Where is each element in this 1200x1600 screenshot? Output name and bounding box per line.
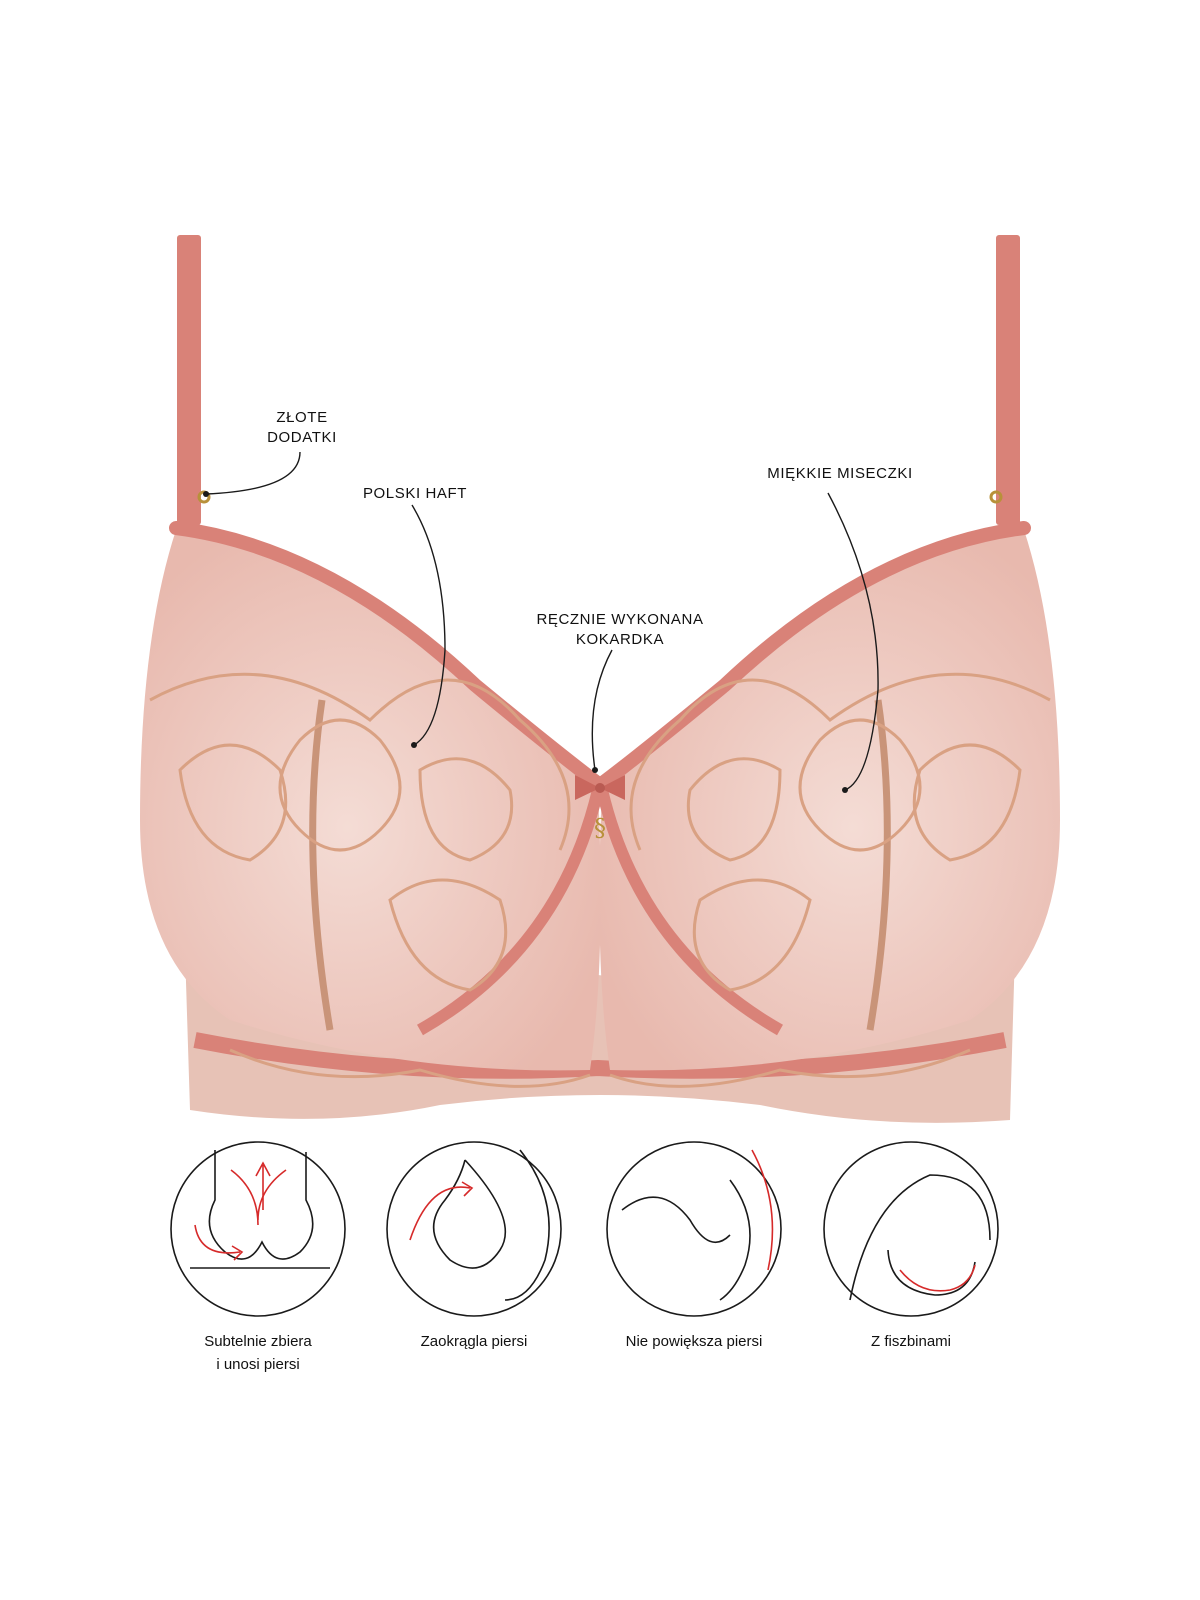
feature-label-rounding: Zaokrągla piersi xyxy=(420,1333,528,1350)
callout-soft-cups: MIĘKKIE MISECZKI xyxy=(767,465,913,482)
rounding-icon xyxy=(386,1141,562,1317)
no-enlarge-icon xyxy=(606,1141,782,1317)
underwire-icon xyxy=(823,1141,999,1317)
bow: § xyxy=(575,775,625,842)
right-cup xyxy=(599,530,1060,1071)
left-cup xyxy=(140,530,601,1071)
left-strap xyxy=(177,235,201,525)
right-embroidery xyxy=(609,672,1051,1088)
feature-label-no-enlarge: Nie powiększa piersi xyxy=(625,1333,763,1350)
feature-label-gather-lift: Subtelnie zbiera i unosi piersi xyxy=(204,1333,312,1373)
left-embroidery xyxy=(149,672,591,1088)
svg-text:§: § xyxy=(594,814,606,842)
callout-lines xyxy=(205,451,879,791)
callout-handmade-bow: RĘCZNIE WYKONANA KOKARDKA xyxy=(536,611,704,648)
callout-polish-embroidery: POLSKI HAFT xyxy=(362,485,468,502)
callout-gold-accents: ZŁOTE DODATKI xyxy=(267,409,337,446)
right-gold-ring xyxy=(989,490,1003,504)
gather-lift-icon xyxy=(170,1141,346,1317)
right-strap xyxy=(996,235,1020,525)
feature-label-underwire: Z fiszbinami xyxy=(870,1333,952,1350)
